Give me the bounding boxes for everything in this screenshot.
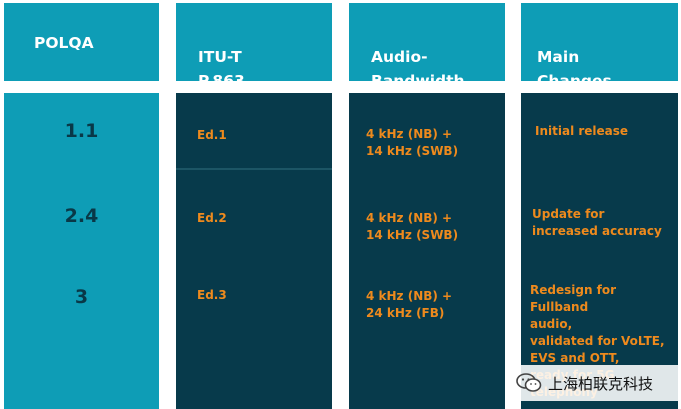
version-3: 3 [74,286,89,308]
header-itu-t-label: ITU-T P.863 [198,48,245,90]
header-polqa: POLQA [4,3,159,81]
header-main-changes: Main Changes [521,3,678,90]
row-divider [176,168,332,170]
header-itu-t: ITU-T P.863 [176,3,332,90]
bandwidth-column [349,93,505,409]
header-audio-bandwidth-label: Audio- Bandwidth [371,48,465,90]
itu-t-column [176,93,332,409]
header-main-changes-label: Main Changes [537,48,612,90]
polqa-column [4,93,159,409]
edition-1: Ed.1 [197,128,227,142]
watermark: 上海柏联克科技 [512,365,681,401]
changes-column [521,93,678,409]
edition-3: Ed.3 [197,288,227,302]
edition-2: Ed.2 [197,211,227,225]
bandwidth-3: 4 kHz (NB) + 24 kHz (FB) [366,289,453,320]
changes-2: Update for increased accuracy [532,207,662,238]
changes-1: Initial release [535,124,629,138]
bandwidth-1: 4 kHz (NB) + 14 kHz (SWB) [366,127,459,158]
bandwidth-2: 4 kHz (NB) + 14 kHz (SWB) [366,211,459,242]
version-1-1: 1.1 [64,120,99,142]
header-polqa-label: POLQA [34,34,94,52]
version-2-4: 2.4 [64,205,99,227]
wechat-icon [516,373,542,393]
watermark-text: 上海柏联克科技 [548,374,654,393]
header-audio-bandwidth: Audio- Bandwidth [349,3,505,90]
